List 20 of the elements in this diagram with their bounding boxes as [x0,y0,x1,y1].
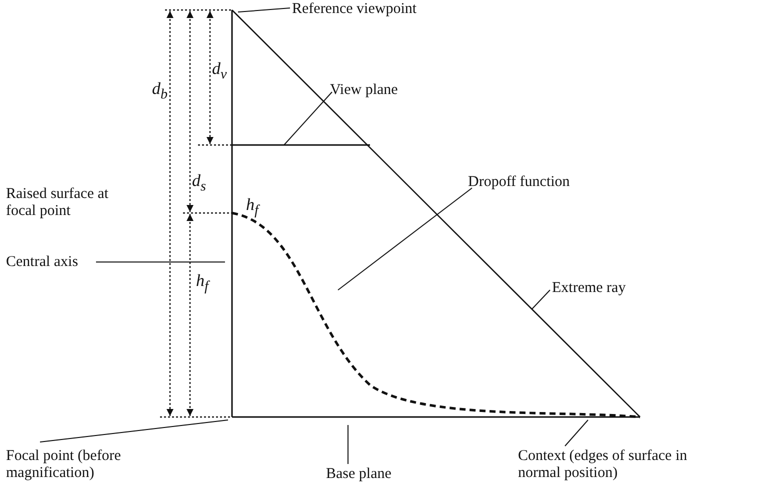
dimension-label: d$_{v}$ [212,60,227,84]
part-label: Central axis [6,254,80,271]
leader-line [238,8,290,12]
part-label: View plane [330,82,399,99]
part-label: Raised surface at focal point [6,186,110,220]
leader-line [338,188,472,290]
leader-line [40,420,228,442]
part-label: Focal point (before magnification) [6,448,122,482]
part-label: Extreme ray [552,280,627,297]
part-label: Base plane [326,466,392,483]
leader-line [564,420,588,446]
dimension-label: h$_{f}$ [196,272,208,296]
dimension-label: d$_{s}$ [192,172,206,196]
leader-line [532,290,550,310]
part-label: Context (edges of surface in normal position) [518,448,688,482]
part-label: Reference viewpoint [292,1,418,18]
dimension-label: d$_{b}$ [152,80,168,104]
dimension-label: h$_{f}$ [246,196,258,220]
leader-line [284,92,332,146]
part-label: Dropoff function [468,174,571,191]
